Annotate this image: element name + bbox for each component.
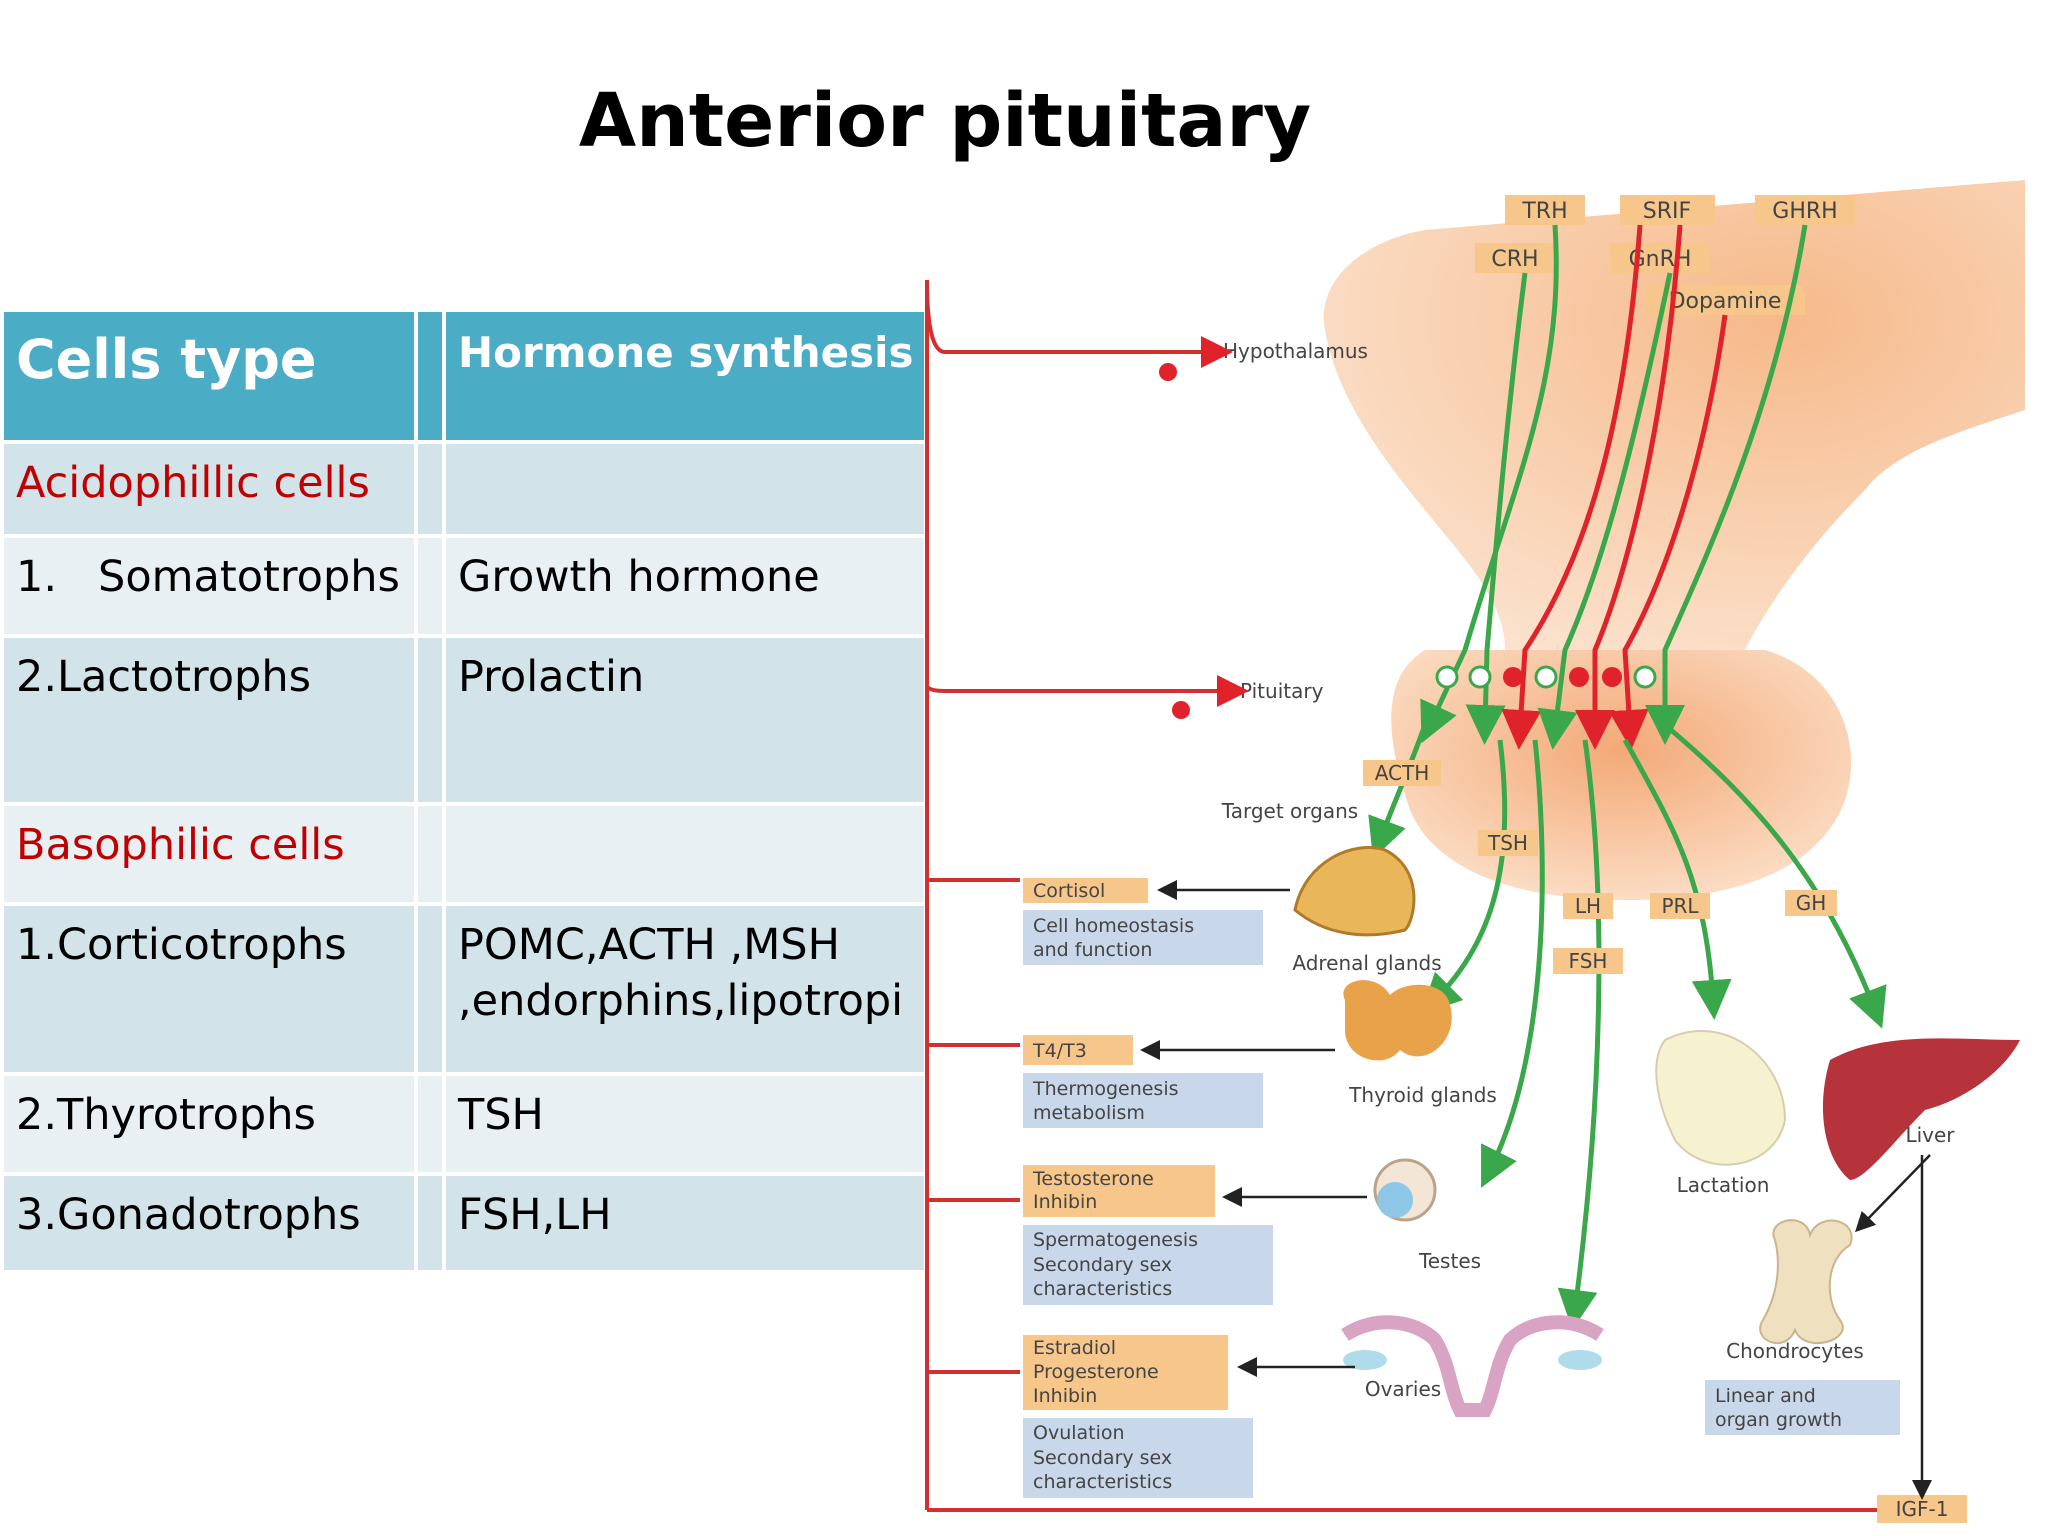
- header-cells-type: Cells type: [0, 308, 418, 444]
- liver: [1822, 1038, 2020, 1180]
- testosterone-box-line1: Testosterone: [1032, 1168, 1154, 1190]
- pituitary-shape: [1391, 650, 1852, 900]
- hormone-cell: [442, 802, 928, 906]
- igf1-label: IGF-1: [1896, 1497, 1949, 1521]
- receptor-signs: [1435, 665, 1657, 689]
- hormone-line-2: ,endorphins,lipotropi: [458, 976, 904, 1026]
- feedback-loop: [925, 279, 1895, 1512]
- cell-types-table: Cells type Hormone synthesis Acidophilli…: [0, 308, 928, 1274]
- header-hormone-synthesis: Hormone synthesis: [442, 308, 928, 444]
- lactation-label: Lactation: [1677, 1173, 1770, 1197]
- releasing-hormone-labels: TRH SRIF GHRH CRH GnRH Dopamine: [1475, 195, 1855, 315]
- testes-label: Testes: [1418, 1249, 1481, 1273]
- pituitary-label: Pituitary: [1240, 679, 1324, 703]
- growth-effect-line1: Linear and: [1715, 1385, 1816, 1407]
- section-label: Acidophillic cells: [0, 440, 418, 538]
- hormone-cell: POMC,ACTH ,MSH ,endorphins,lipotropi: [442, 902, 928, 1076]
- prl-label: PRL: [1661, 894, 1699, 918]
- hormone-line-1: POMC,ACTH ,MSH: [458, 920, 840, 970]
- product-arrows: [1140, 880, 1932, 1500]
- ovary-effect-line1: Ovulation: [1033, 1422, 1125, 1444]
- cell-name: 3.Gonadotrophs: [0, 1172, 418, 1274]
- spacer-cell: [414, 1172, 446, 1274]
- liver-label: Liver: [1905, 1123, 1955, 1147]
- target-organs-label: Target organs: [1221, 799, 1358, 823]
- cell-name: 2.Thyrotrophs: [0, 1072, 418, 1176]
- inhibit-sign-pituitary: [1172, 701, 1190, 719]
- table-header-row: Cells type Hormone synthesis: [0, 308, 928, 444]
- header-spacer: [414, 308, 446, 444]
- hypothalamus-label: Hypothalamus: [1223, 339, 1368, 363]
- table-row: 2.Thyrotrophs TSH: [0, 1072, 928, 1176]
- lh-label: LH: [1575, 894, 1601, 918]
- estradiol-box-line2: Progesterone: [1033, 1361, 1159, 1383]
- table-row: 2.Lactotrophs Prolactin: [0, 634, 928, 806]
- hormone-cell: Prolactin: [442, 634, 928, 806]
- inhibit-sign-hypothalamus: [1159, 363, 1177, 381]
- thyroid-effect-line2: metabolism: [1033, 1102, 1145, 1124]
- crh-label: CRH: [1491, 247, 1538, 272]
- section-label: Basophilic cells: [0, 802, 418, 906]
- ovary-effect-line2: Secondary sex: [1033, 1447, 1172, 1469]
- hormone-boxes: Cortisol T4/T3 Testosterone Inhibin Estr…: [1023, 878, 1228, 1410]
- target-organs-text: Target organs: [1221, 799, 1358, 823]
- adrenal-gland: [1293, 846, 1416, 937]
- effect-boxes: Cell homeostasis and function Thermogene…: [1023, 910, 1900, 1498]
- bone: [1759, 1219, 1853, 1345]
- growth-effect-line2: organ growth: [1715, 1409, 1842, 1431]
- hormone-cell: Growth hormone: [442, 534, 928, 638]
- cell-name: 1.Corticotrophs: [0, 902, 418, 1076]
- testes-effect-line3: characteristics: [1033, 1278, 1172, 1300]
- trh-label: TRH: [1521, 199, 1567, 224]
- hypothalamic-pituitary-axis-diagram: TRH SRIF GHRH CRH GnRH Dopamine Hypothal…: [925, 180, 2025, 1523]
- thyroid-label: Thyroid glands: [1348, 1083, 1497, 1107]
- tropic-hormone-labels: ACTH TSH LH PRL GH FSH IGF-1: [1363, 760, 1967, 1523]
- testosterone-box-line2: Inhibin: [1033, 1191, 1097, 1213]
- spacer-cell: [414, 902, 446, 1076]
- testes-effect-line2: Secondary sex: [1033, 1254, 1172, 1276]
- hormone-cell: [442, 440, 928, 538]
- spacer-cell: [414, 802, 446, 906]
- spacer-cell: [414, 440, 446, 538]
- thyroid-effect-line1: Thermogenesis: [1032, 1078, 1179, 1100]
- estradiol-box-line1: Estradiol: [1033, 1337, 1116, 1359]
- table-row: 1.Corticotrophs POMC,ACTH ,MSH ,endorphi…: [0, 902, 928, 1076]
- tropic-hormone-arrows: [1368, 723, 1887, 1330]
- cortisol-box: Cortisol: [1033, 880, 1105, 902]
- tsh-label: TSH: [1487, 831, 1528, 855]
- table-row: Basophilic cells: [0, 802, 928, 906]
- ghrh-label: GHRH: [1772, 199, 1837, 224]
- page-title: Anterior pituitary: [578, 78, 1312, 164]
- gh-label: GH: [1796, 891, 1827, 915]
- cortisol-effect-line2: and function: [1033, 939, 1152, 961]
- fsh-label: FSH: [1569, 949, 1608, 973]
- hormone-cell: FSH,LH: [442, 1172, 928, 1274]
- cell-name: 1. Somatotrophs: [0, 534, 418, 638]
- testes-effect-line1: Spermatogenesis: [1033, 1229, 1198, 1251]
- organ-illustrations: [1293, 846, 2020, 1417]
- spacer-cell: [414, 534, 446, 638]
- cortisol-effect-line1: Cell homeostasis: [1033, 915, 1194, 937]
- spacer-cell: [414, 634, 446, 806]
- cell-name: 2.Lactotrophs: [0, 634, 418, 806]
- chondrocytes-label: Chondrocytes: [1726, 1339, 1864, 1363]
- organ-labels: Adrenal glands Thyroid glands Testes Ova…: [1292, 951, 1955, 1401]
- spacer-cell: [414, 1072, 446, 1176]
- ovary-effect-line3: characteristics: [1033, 1471, 1172, 1493]
- breast: [1655, 1030, 1787, 1166]
- adrenal-label: Adrenal glands: [1292, 951, 1441, 975]
- t4t3-box: T4/T3: [1032, 1040, 1087, 1062]
- ovaries-label: Ovaries: [1365, 1377, 1441, 1401]
- dopamine-label: Dopamine: [1669, 289, 1782, 314]
- acth-label: ACTH: [1375, 761, 1430, 785]
- table-row: 1. Somatotrophs Growth hormone: [0, 534, 928, 638]
- estradiol-box-line3: Inhibin: [1033, 1385, 1097, 1407]
- table-row: 3.Gonadotrophs FSH,LH: [0, 1172, 928, 1274]
- thyroid-gland: [1343, 980, 1452, 1061]
- neural-tracts: [1420, 224, 1808, 750]
- hormone-cell: TSH: [442, 1072, 928, 1176]
- table-row: Acidophillic cells: [0, 440, 928, 538]
- srif-label: SRIF: [1643, 199, 1691, 224]
- uterus-ovaries: [1341, 1315, 1604, 1417]
